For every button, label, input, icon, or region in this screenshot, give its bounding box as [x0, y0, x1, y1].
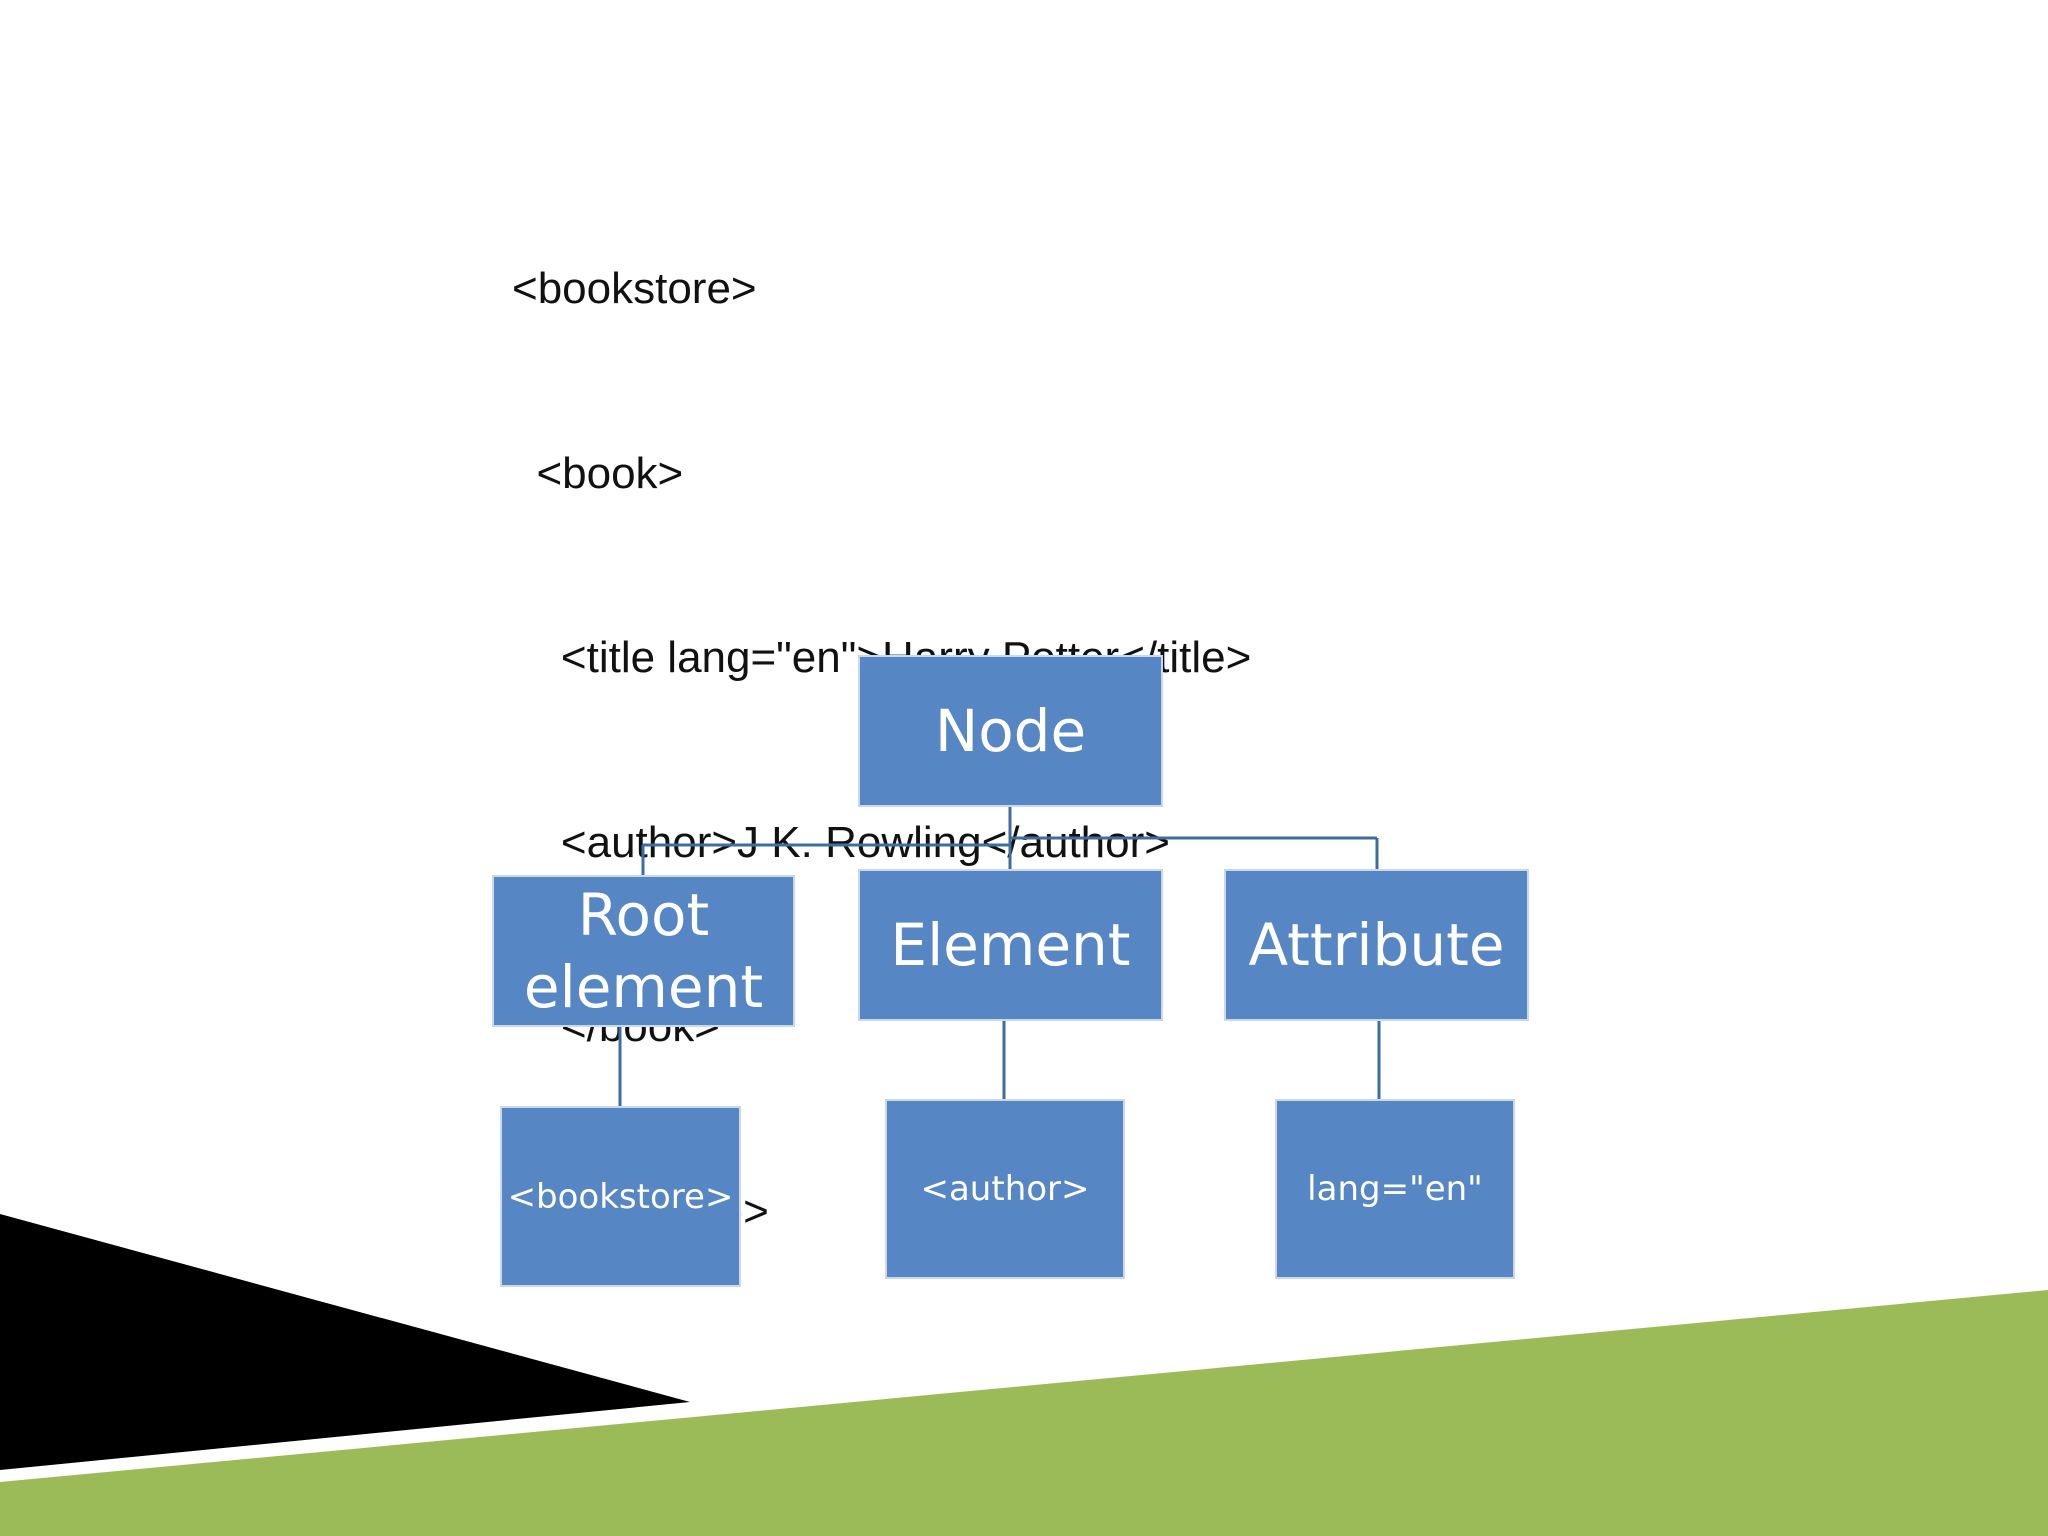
- code-line: <author>J K. Rowling</author>: [512, 817, 1170, 867]
- leaf-box-author: <author>: [885, 1099, 1125, 1279]
- node-label: Root element: [523, 881, 764, 1021]
- code-line: <bookstore>: [512, 264, 757, 313]
- node-box-element: Element: [858, 869, 1163, 1021]
- node-label: Attribute: [1248, 911, 1505, 979]
- leaf-label: <bookstore>: [507, 1176, 734, 1217]
- node-box-node: Node: [858, 655, 1163, 807]
- black-accent-wedge: [0, 1214, 690, 1470]
- leaf-box-bookstore: <bookstore>: [500, 1106, 741, 1287]
- node-label: Element: [890, 911, 1131, 979]
- code-line: <book>: [512, 448, 684, 498]
- leaf-label: <author>: [920, 1169, 1090, 1209]
- leaf-box-lang: lang="en": [1275, 1099, 1515, 1279]
- node-box-root-element: Root element: [492, 875, 795, 1027]
- leaf-label: lang="en": [1307, 1169, 1483, 1209]
- node-label: Node: [934, 697, 1087, 765]
- green-accent-band: [0, 1290, 2048, 1536]
- node-box-attribute: Attribute: [1224, 869, 1529, 1021]
